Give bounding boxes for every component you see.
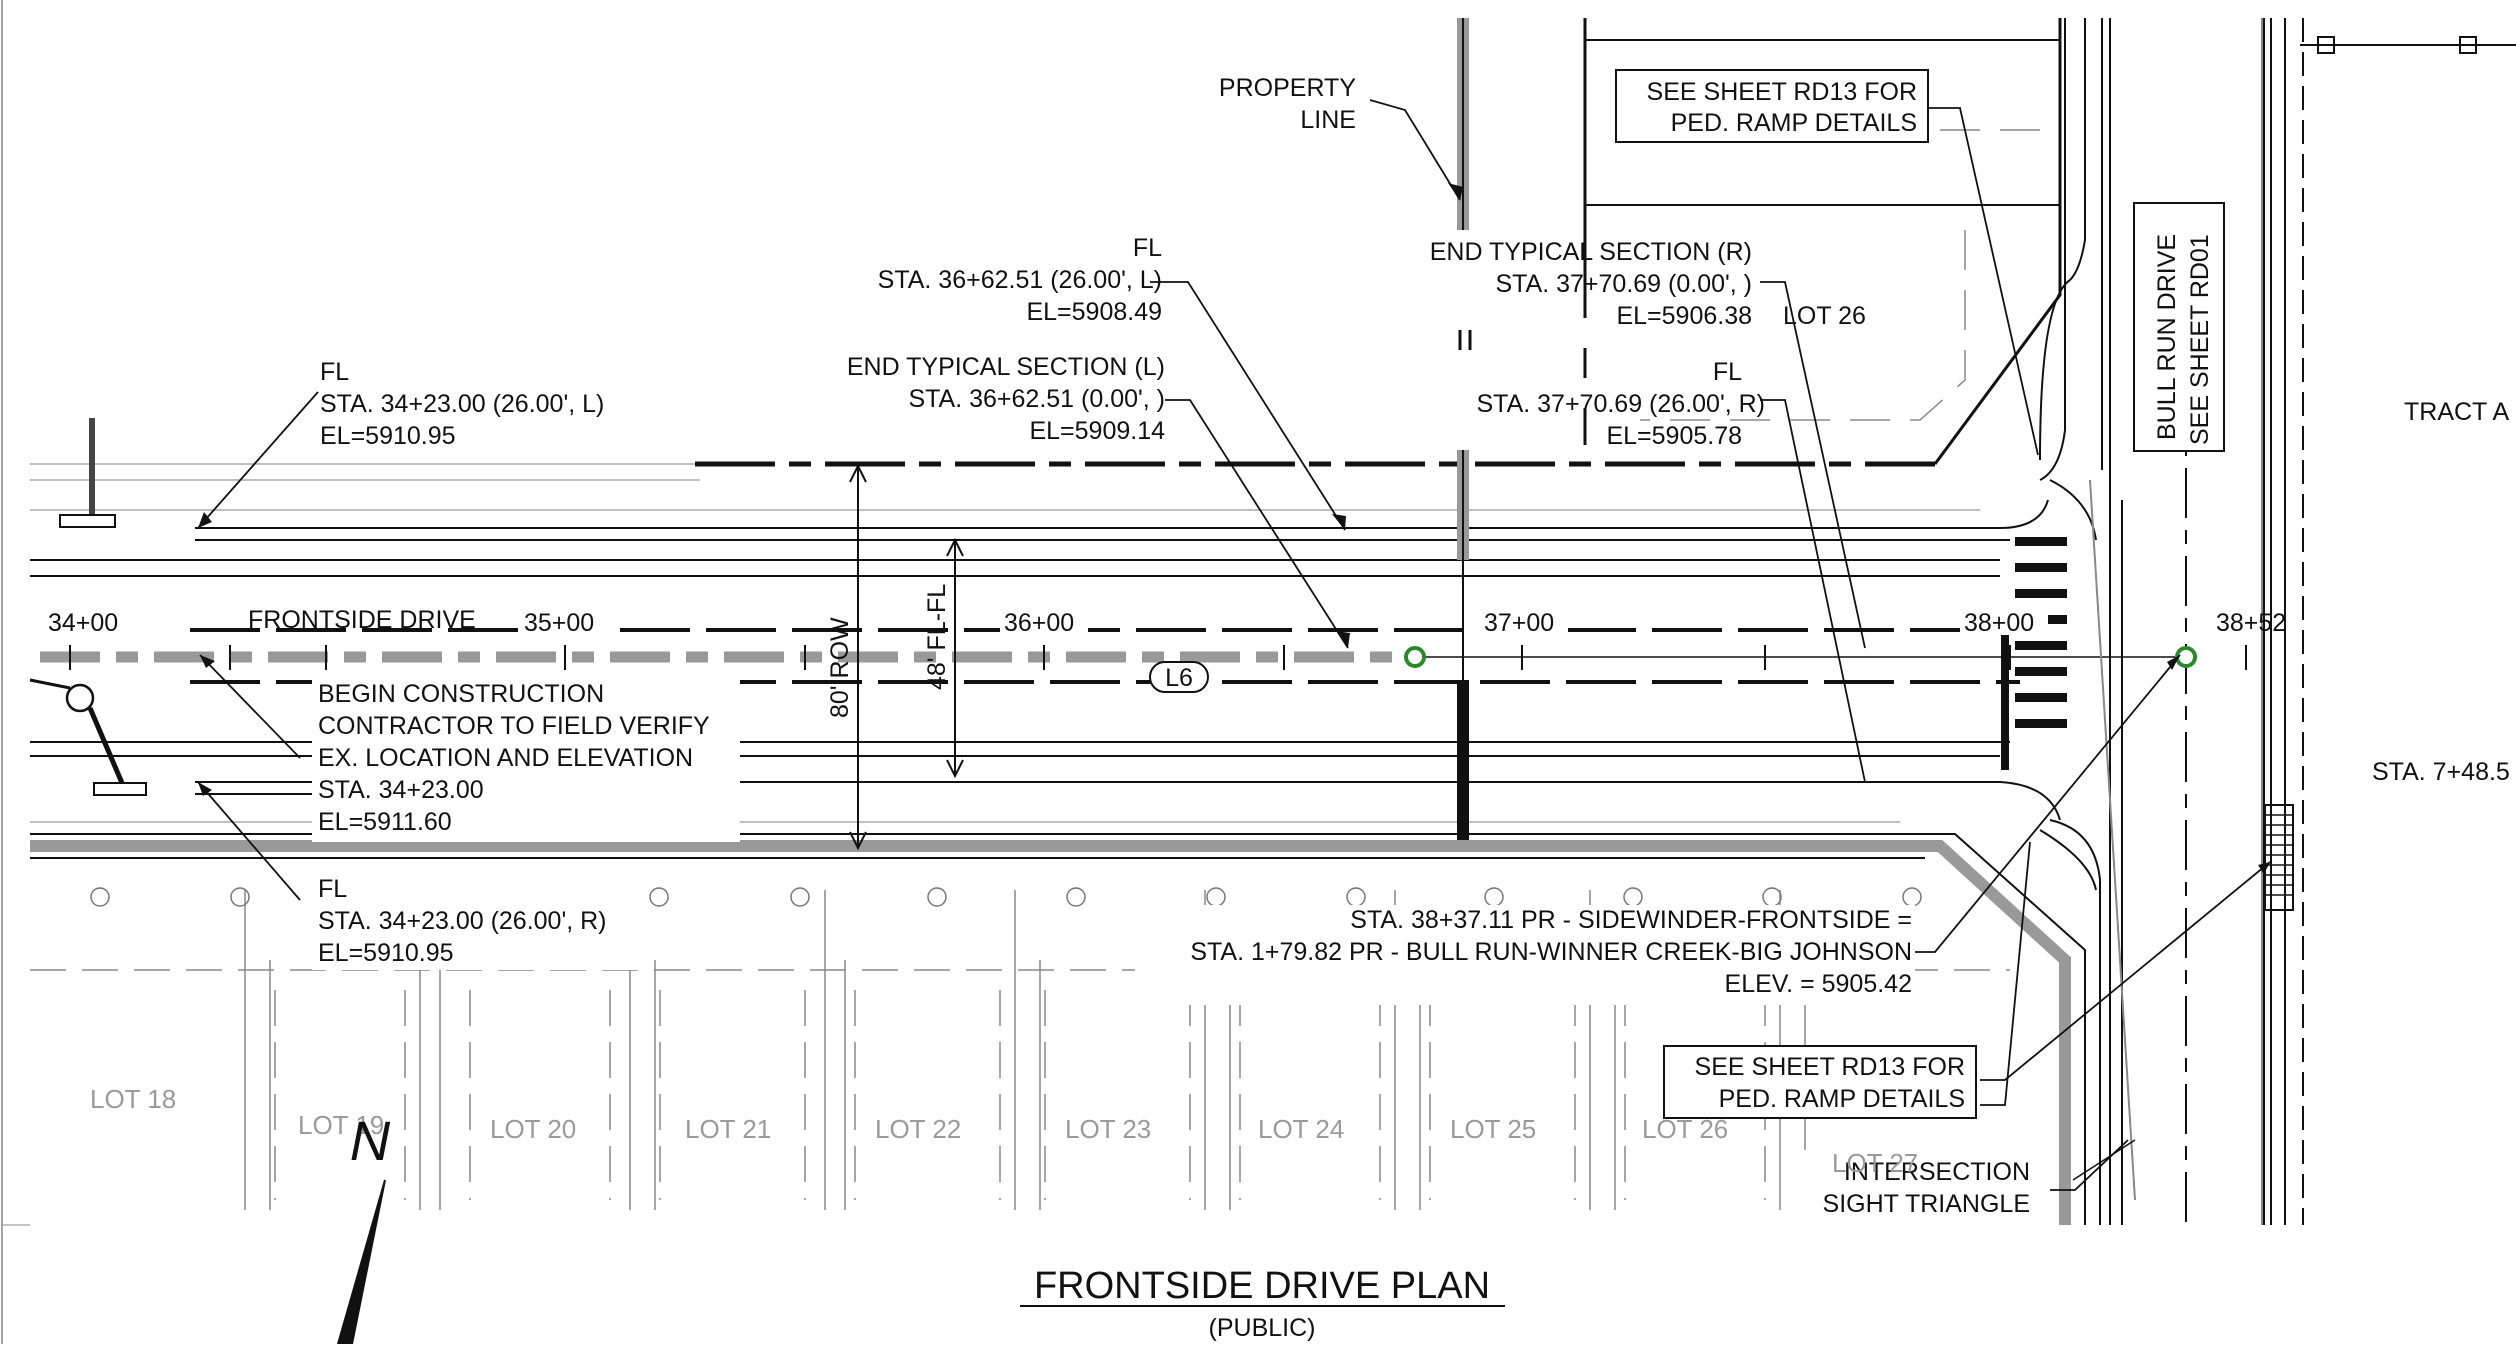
property-line-label: LINE (1300, 106, 1356, 134)
north-arrow-icon: N (350, 1109, 391, 1172)
ramp-note-bottom: PED. RAMP DETAILS (1719, 1085, 1965, 1113)
end-typical-r: END TYPICAL SECTION (R) (1430, 238, 1752, 266)
ramp-note-bottom-frame (1663, 1045, 1977, 1119)
end-typical-l: END TYPICAL SECTION (L) (847, 353, 1165, 381)
fl-3423-l-callout: EL=5910.95 (320, 422, 456, 450)
property-line-label: PROPERTY (1219, 74, 1356, 102)
ramp-note-top-frame (1615, 69, 1929, 143)
station-label: 35+00 (524, 609, 594, 637)
station-equation: ELEV. = 5905.42 (1725, 970, 1912, 998)
fl-3662-callout: EL=5908.49 (1026, 298, 1162, 326)
bull-run-frame (2133, 202, 2225, 452)
station-label: 38+00 (1964, 609, 2034, 637)
lot-label: LOT 21 (685, 1114, 771, 1144)
bull-run-station: STA. 7+48.5 (2372, 758, 2510, 786)
begin-construction-note: STA. 34+23.00 (318, 776, 484, 804)
lot-label: LOT 24 (1258, 1114, 1344, 1144)
begin-construction-note: CONTRACTOR TO FIELD VERIFY (318, 712, 710, 740)
lot-label: LOT 27 (1832, 1148, 1918, 1178)
station-equation: STA. 1+79.82 PR - BULL RUN-WINNER CREEK-… (1190, 938, 1912, 966)
lot-label: LOT 22 (875, 1114, 961, 1144)
end-typical-l: STA. 36+62.51 (0.00', ) (908, 385, 1165, 413)
flfl-dimension: 48' FL-FL (923, 584, 951, 690)
station-label: 38+52 (2216, 609, 2286, 637)
ramp-note-top: PED. RAMP DETAILS (1671, 109, 1917, 137)
lot-label: LOT 23 (1065, 1114, 1151, 1144)
tract-label: TRACT A (2404, 398, 2509, 426)
bull-run-label: SEE SHEET RD01 (2186, 234, 2214, 445)
fl-3423-r-callout: STA. 34+23.00 (26.00', R) (318, 907, 607, 935)
fl-3423-r-callout: FL (318, 875, 347, 903)
lot-label: LOT 18 (90, 1084, 176, 1114)
lot-label: LOT 26 (1642, 1114, 1728, 1144)
station-label: 36+00 (1004, 609, 1074, 637)
fl-3662-callout: STA. 36+62.51 (26.00', L) (878, 266, 1162, 294)
end-typical-r: STA. 37+70.69 (0.00', ) (1495, 270, 1752, 298)
curve-tag: L6 (1165, 664, 1193, 692)
station-equation: STA. 38+37.11 PR - SIDEWINDER-FRONTSIDE … (1350, 906, 1912, 934)
row-dimension: 80' ROW (826, 617, 854, 718)
plan-subtitle: (PUBLIC) (1209, 1314, 1316, 1342)
end-typical-l: EL=5909.14 (1029, 417, 1165, 445)
begin-construction-note: EX. LOCATION AND ELEVATION (318, 744, 693, 772)
lot-label: LOT 25 (1450, 1114, 1536, 1144)
sight-triangle-label: INTERSECTION (1844, 1158, 2030, 1186)
lot-26-north: LOT 26 (1783, 302, 1866, 330)
fl-3770-callout: STA. 37+70.69 (26.00', R) (1476, 390, 1765, 418)
station-label: 34+00 (48, 609, 118, 637)
begin-construction-note: EL=5911.60 (318, 808, 452, 836)
road-name: FRONTSIDE DRIVE (248, 606, 476, 634)
plan-title: FRONTSIDE DRIVE PLAN (1034, 1265, 1490, 1307)
ramp-note-bottom: SEE SHEET RD13 FOR (1695, 1053, 1965, 1081)
sight-triangle-label: SIGHT TRIANGLE (1823, 1190, 2030, 1218)
fl-3770-callout: EL=5905.78 (1606, 422, 1742, 450)
bull-run-label: BULL RUN DRIVE (2153, 234, 2181, 440)
fl-3423-l-callout: FL (320, 358, 349, 386)
lot-label: LOT 20 (490, 1114, 576, 1144)
fl-3423-r-callout: EL=5910.95 (318, 939, 454, 967)
ramp-note-top: SEE SHEET RD13 FOR (1647, 78, 1917, 106)
station-label: 37+00 (1484, 609, 1554, 637)
lot-label: LOT 19 (298, 1110, 384, 1140)
fl-3662-callout: FL (1133, 234, 1162, 262)
end-typical-r: EL=5906.38 (1616, 302, 1752, 330)
fl-3423-l-callout: STA. 34+23.00 (26.00', L) (320, 390, 604, 418)
begin-construction-note: BEGIN CONSTRUCTION (318, 680, 604, 708)
fl-3770-callout: FL (1713, 358, 1742, 386)
